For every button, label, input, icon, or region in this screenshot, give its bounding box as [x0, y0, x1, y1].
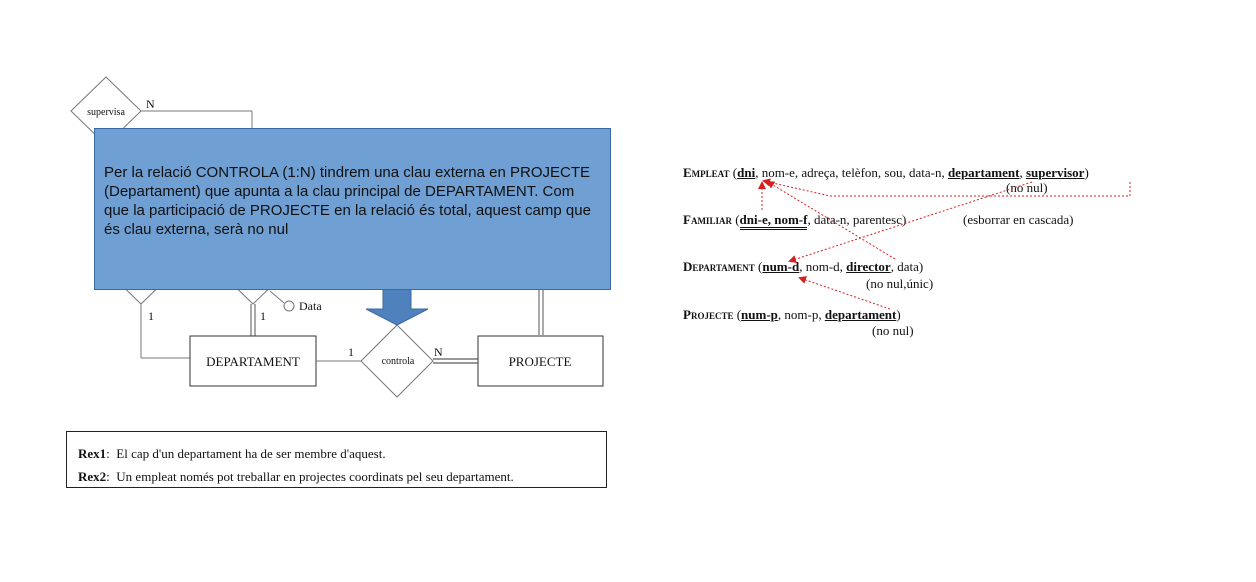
paren: ): [1084, 165, 1089, 180]
dirigeix-cardinality: 1: [260, 309, 266, 323]
rules-box: Rex1: El cap d'un departament ha de ser …: [66, 431, 607, 488]
relation-name: Departament: [683, 259, 755, 274]
primary-key: dni-e, nom-f: [739, 212, 808, 230]
paren: ): [896, 307, 901, 322]
foreign-key-supervisor: supervisor: [1025, 165, 1085, 180]
paren: (: [729, 165, 738, 180]
controla-cardinality-1: 1: [348, 345, 354, 359]
primary-key: num-p: [741, 307, 778, 322]
supervisa-label: supervisa: [87, 107, 125, 118]
controla-label: controla: [382, 356, 415, 367]
controla-cardinality-n: N: [434, 345, 443, 359]
paren: (: [754, 259, 763, 274]
primary-key: num-d: [762, 259, 800, 274]
paren: (: [731, 212, 740, 227]
rule-label: Rex2: [78, 469, 107, 484]
supervisa-cardinality: N: [146, 97, 155, 111]
data-attribute: [283, 300, 295, 312]
attributes: , nom-e, adreça, telèfon, sou, data-n,: [755, 165, 948, 180]
departament-note: (no nul,únic): [866, 276, 934, 291]
departament-entity-label: DEPARTAMENT: [206, 354, 300, 369]
controla-relationship: [360, 324, 434, 398]
callout-text: Per la relació CONTROLA (1:N) tindrem un…: [104, 164, 591, 238]
empleat-note: (no nul): [1006, 180, 1048, 195]
rule-text: El cap d'un departament ha de ser membre…: [116, 446, 386, 461]
paren: (: [733, 307, 742, 322]
projecte-entity-label: PROJECTE: [509, 354, 572, 369]
pertany-cardinality: 1: [148, 309, 154, 323]
projecte-note: (no nul): [872, 323, 914, 338]
callout-box: Per la relació CONTROLA (1:N) tindrem un…: [94, 128, 611, 290]
relation-name: Empleat: [683, 165, 730, 180]
data-attr-line: [269, 290, 285, 304]
projecte-entity: [477, 335, 604, 387]
schema-projecte: Projecte (num-p, nom-p, departament): [683, 307, 901, 323]
schema-departament: Departament (num-d, nom-d, director, dat…: [683, 259, 923, 275]
foreign-key-departament: departament: [947, 165, 1020, 180]
attributes: , nom-d,: [799, 259, 847, 274]
foreign-key-director: director: [846, 259, 891, 274]
departament-entity: [189, 335, 317, 387]
attributes: , data-n, parentesc): [807, 212, 907, 227]
relation-name: Projecte: [683, 307, 734, 322]
rule-row: Rex1: El cap d'un departament ha de ser …: [78, 446, 386, 461]
schema-familiar: Familiar (dni-e, nom-f, data-n, parentes…: [683, 212, 907, 230]
relation-name: Familiar: [683, 212, 732, 227]
attributes: , nom-p,: [777, 307, 825, 322]
rule-row: Rex2: Un empleat només pot treballar en …: [78, 469, 514, 484]
foreign-key-departament: departament: [824, 307, 897, 322]
rule-label: Rex1: [78, 446, 107, 461]
schema-empleat: Empleat (dni, nom-e, adreça, telèfon, so…: [683, 165, 1089, 181]
data-attribute-label: Data: [299, 299, 322, 313]
primary-key: dni: [737, 165, 756, 180]
familiar-note: (esborrar en cascada): [963, 212, 1074, 227]
separator: ,: [1019, 165, 1026, 180]
attributes-end: , data): [890, 259, 924, 274]
rule-text: Un empleat només pot treballar en projec…: [116, 469, 514, 484]
